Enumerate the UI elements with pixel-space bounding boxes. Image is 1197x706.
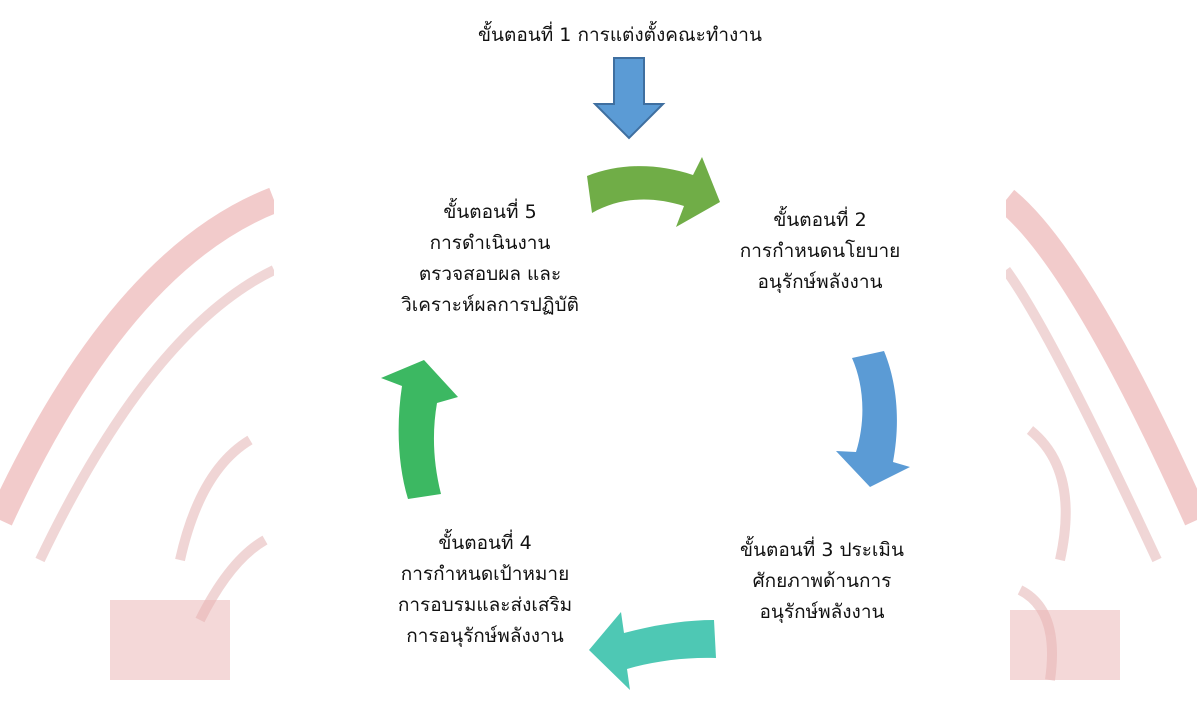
arrow-down-icon [592, 57, 666, 140]
step-2-label: ขั้นตอนที่ 2 การกำหนดนโยบาย อนุรักษ์พลัง… [700, 205, 940, 298]
step-5-line-2: การดำเนินงาน [429, 232, 551, 254]
step-3-line-2: ศักยภาพด้านการ [752, 570, 892, 592]
step-4-line-4: การอนุรักษ์พลังงาน [406, 625, 564, 647]
step-5-line-3: ตรวจสอบผล และ [418, 263, 562, 285]
step-2-line-3: อนุรักษ์พลังงาน [757, 271, 883, 293]
step-2-line-1: ขั้นตอนที่ 2 [773, 209, 867, 231]
step-5-label: ขั้นตอนที่ 5 การดำเนินงาน ตรวจสอบผล และ … [365, 197, 615, 321]
step-5-line-4: วิเคราะห์ผลการปฏิบัติ [401, 294, 579, 316]
step-4-line-2: การกำหนดเป้าหมาย [400, 563, 570, 585]
step-1-line-1: ขั้นตอนที่ 1 การแต่งตั้งคณะทำงาน [478, 24, 762, 46]
step-3-line-1: ขั้นตอนที่ 3 ประเมิน [740, 539, 904, 561]
step-3-line-3: อนุรักษ์พลังงาน [759, 601, 885, 623]
step-4-line-3: การอบรมและส่งเสริม [397, 594, 573, 616]
step-3-label: ขั้นตอนที่ 3 ประเมิน ศักยภาพด้านการ อนุร… [692, 535, 952, 628]
step-4-label: ขั้นตอนที่ 4 การกำหนดเป้าหมาย การอบรมและ… [360, 528, 610, 652]
curved-arrow-left-icon [589, 612, 716, 690]
curved-arrow-down-icon [836, 351, 910, 487]
curved-arrow-up-icon [381, 360, 458, 499]
step-4-line-1: ขั้นตอนที่ 4 [438, 532, 532, 554]
step-5-line-1: ขั้นตอนที่ 5 [443, 201, 537, 223]
step-2-line-2: การกำหนดนโยบาย [739, 240, 901, 262]
step-1-label: ขั้นตอนที่ 1 การแต่งตั้งคณะทำงาน [380, 20, 860, 51]
curved-arrow-right-icon [587, 157, 720, 227]
